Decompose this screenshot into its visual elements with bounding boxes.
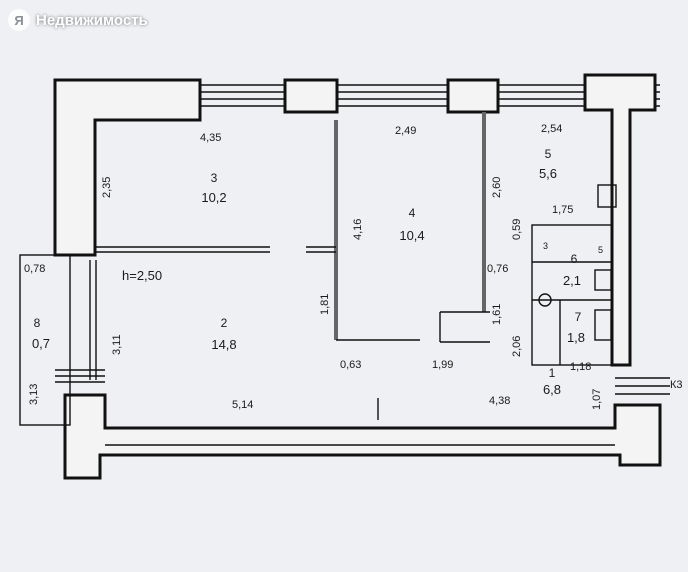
dim-top-room4: 2,49 xyxy=(395,125,416,137)
yandex-logo-icon: Я xyxy=(8,9,30,31)
bath-mark-3: 3 xyxy=(543,241,548,251)
room-5-area: 5,6 xyxy=(539,166,557,181)
room-2-number: 2 xyxy=(221,316,228,330)
room-4-area: 10,4 xyxy=(399,228,424,243)
dim-hall-lower: 2,06 xyxy=(511,336,523,357)
balcony xyxy=(19,254,105,426)
dim-room2-height: 3,11 xyxy=(111,334,123,355)
room-7-area: 1,8 xyxy=(567,330,585,345)
ceiling-height: h=2,50 xyxy=(122,268,162,283)
room-8-number: 8 xyxy=(34,316,41,330)
room-6-area: 2,1 xyxy=(563,273,581,288)
room-8-area: 0,7 xyxy=(32,336,50,351)
room-3-number: 3 xyxy=(211,171,218,185)
dim-bottom-room2: 5,14 xyxy=(232,399,253,411)
room-4-number: 4 xyxy=(409,206,416,220)
room-1-number: 1 xyxy=(549,366,556,380)
outer-walls xyxy=(53,73,662,480)
bath-mark-5: 5 xyxy=(598,245,603,255)
room-6-number: 6 xyxy=(571,252,578,266)
dim-closet-height: 1,61 xyxy=(491,304,503,325)
partitions xyxy=(95,112,617,420)
dim-bottom-hall: 4,38 xyxy=(489,395,510,407)
room-7-number: 7 xyxy=(575,310,582,324)
room-3-area: 10,2 xyxy=(201,190,226,205)
dim-top-room3: 4,35 xyxy=(200,132,221,144)
room-2-area: 14,8 xyxy=(211,337,236,352)
dim-balcony-top: 0,78 xyxy=(24,263,45,275)
room-1-area: 6,8 xyxy=(543,382,561,397)
dim-room4-height: 4,16 xyxy=(352,219,364,240)
watermark: Я Недвижимость xyxy=(8,6,148,34)
dim-hall-right: 1,18 xyxy=(570,361,591,373)
dim-room5-height: 2,60 xyxy=(491,177,503,198)
room-5-number: 5 xyxy=(545,147,552,161)
dim-closet-width: 1,99 xyxy=(432,359,453,371)
edge-label: К3 xyxy=(670,379,683,391)
watermark-text: Недвижимость xyxy=(36,11,148,29)
dim-hall-narrow: 0,76 xyxy=(487,263,508,275)
dim-left-room3: 2,35 xyxy=(101,177,113,198)
dim-doorway: 0,63 xyxy=(340,359,361,371)
dim-balcony-height: 3,13 xyxy=(28,384,40,405)
dim-top-room5: 2,54 xyxy=(541,123,562,135)
dim-room2-right: 1,81 xyxy=(319,294,331,315)
dim-bottom-right: 1,07 xyxy=(591,389,603,410)
right-window-lines xyxy=(615,377,670,395)
dim-hall-small: 0,59 xyxy=(511,219,523,240)
dim-bath-width: 1,75 xyxy=(552,204,573,216)
